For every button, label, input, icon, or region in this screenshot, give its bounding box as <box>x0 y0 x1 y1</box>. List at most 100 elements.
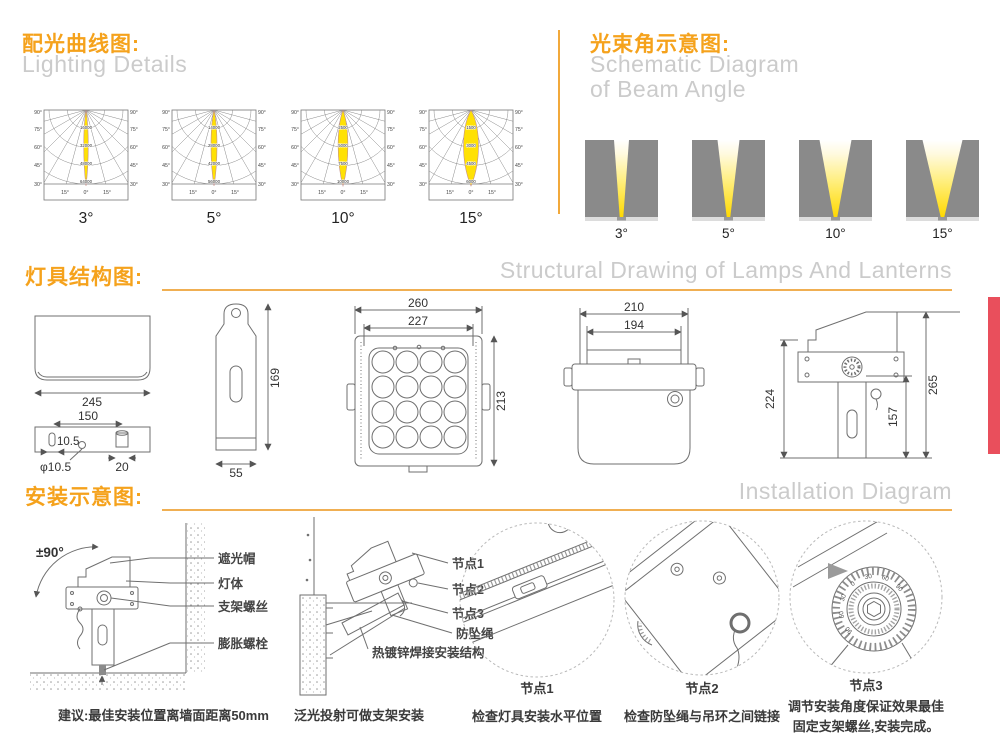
svg-text:7500: 7500 <box>338 161 348 166</box>
svg-text:14000: 14000 <box>208 125 221 130</box>
svg-text:60°: 60° <box>387 145 395 151</box>
install-node2-detail: 节点2 检查防坠绳与吊环之间链接 <box>624 520 780 724</box>
svg-text:90°: 90° <box>162 110 170 116</box>
svg-text:0°: 0° <box>84 190 89 196</box>
svg-text:60: 60 <box>838 610 846 619</box>
svg-text:45°: 45° <box>162 163 170 169</box>
svg-text:6000: 6000 <box>466 179 476 184</box>
install-section-title-cn: 安装示意图: <box>25 486 143 509</box>
svg-text:0°: 0° <box>341 190 346 196</box>
label-expansion-bolt: 膨胀螺栓 <box>217 636 269 651</box>
svg-text:5°: 5° <box>722 226 735 241</box>
beam-schematic-3deg: 3° <box>585 140 658 247</box>
svg-text:30°: 30° <box>387 182 395 188</box>
svg-text:15°: 15° <box>488 190 496 196</box>
svg-text:42000: 42000 <box>208 161 221 166</box>
caption-wall-mount: 建议:最佳安装位置离墙面距离50mm <box>58 708 269 723</box>
svg-text:30°: 30° <box>258 182 266 188</box>
svg-text:5°: 5° <box>207 210 222 227</box>
structure-underline <box>162 289 952 291</box>
label-node1: 节点1 <box>452 556 484 571</box>
svg-text:16000: 16000 <box>80 125 93 130</box>
beam-schematic-5deg: 5° <box>692 140 765 247</box>
svg-text:30°: 30° <box>291 182 299 188</box>
beam-title-en-line1: Schematic Diagram <box>590 51 800 77</box>
svg-text:15°: 15° <box>360 190 368 196</box>
drawing-floodlight-front <box>346 306 498 473</box>
beam-section-title-en: Schematic Diagram of Beam Angle <box>590 52 799 102</box>
label-bracket-screw: 支架螺丝 <box>217 599 269 614</box>
svg-text:15°: 15° <box>231 190 239 196</box>
beam-section-title-cn: 光束角示意图: <box>590 33 730 56</box>
svg-text:64000: 64000 <box>80 179 93 184</box>
svg-text:15°: 15° <box>446 190 454 196</box>
svg-text:30°: 30° <box>419 182 427 188</box>
svg-text:60°: 60° <box>130 145 138 151</box>
svg-text:45°: 45° <box>291 163 299 169</box>
svg-text:10000: 10000 <box>337 179 350 184</box>
dim-260: 260 <box>408 298 428 310</box>
install-node1-detail: 节点1 检查灯具安装水平位置 <box>459 522 615 724</box>
angle-range-label: ±90° <box>36 545 64 560</box>
node2-title: 节点2 <box>685 681 718 696</box>
svg-text:45°: 45° <box>515 163 523 169</box>
svg-text:90°: 90° <box>34 110 42 116</box>
dim-265: 265 <box>926 375 940 395</box>
svg-text:15°: 15° <box>61 190 69 196</box>
drawing-bracket-plate <box>215 303 272 468</box>
drawing-shade-cap-front <box>34 315 151 462</box>
svg-text:90°: 90° <box>258 110 266 116</box>
svg-text:15°: 15° <box>318 190 326 196</box>
label-galvanized-structure: 热镀锌焊接安装结构 <box>372 645 485 660</box>
svg-text:0°: 0° <box>469 190 474 196</box>
svg-text:60°: 60° <box>291 145 299 151</box>
svg-text:75°: 75° <box>419 127 427 133</box>
svg-text:30°: 30° <box>515 182 523 188</box>
installation-diagrams: ±90° 遮光帽 灯体 支架螺丝 膨胀螺栓 建议:最佳安装位置离墙面距离50mm <box>30 517 944 734</box>
svg-text:30°: 30° <box>162 182 170 188</box>
page-edge-tab <box>988 297 1000 454</box>
pointer-triangle <box>828 563 848 579</box>
node2-caption: 检查防坠绳与吊环之间链接 <box>624 709 780 724</box>
svg-text:3°: 3° <box>615 226 628 241</box>
svg-text:5000: 5000 <box>338 143 348 148</box>
svg-text:4500: 4500 <box>466 161 476 166</box>
svg-text:90°: 90° <box>419 110 427 116</box>
svg-text:30°: 30° <box>34 182 42 188</box>
dim-169: 169 <box>268 368 282 388</box>
svg-text:75°: 75° <box>515 127 523 133</box>
svg-text:75°: 75° <box>130 127 138 133</box>
svg-text:15°: 15° <box>189 190 197 196</box>
dim-224: 224 <box>763 389 777 409</box>
dim-194: 194 <box>624 318 644 332</box>
structural-drawings: 245 150 10.5 φ10.5 20 169 55 <box>34 298 960 480</box>
dim-213: 213 <box>494 391 508 411</box>
svg-text:10°: 10° <box>331 210 354 227</box>
svg-text:90: 90 <box>894 583 904 593</box>
svg-text:45°: 45° <box>258 163 266 169</box>
svg-text:60°: 60° <box>419 145 427 151</box>
drawing-side-view <box>780 311 960 459</box>
install-diagram-truss-mount: 节点1 节点2 节点3 防坠绳 热镀锌焊接安装结构 泛光投射可做支架安装 <box>294 517 494 723</box>
node3-caption-line2: 固定支架螺丝,安装完成。 <box>793 719 940 734</box>
drawing-top-view <box>563 308 705 465</box>
svg-text:30: 30 <box>864 573 873 581</box>
install-diagram-wall-mount: ±90° 遮光帽 灯体 支架螺丝 膨胀螺栓 建议:最佳安装位置离墙面距离50mm <box>30 523 269 723</box>
node1-caption: 检查灯具安装水平位置 <box>472 709 602 724</box>
svg-text:60: 60 <box>881 574 891 583</box>
section-divider-line <box>558 30 560 214</box>
svg-text:75°: 75° <box>162 127 170 133</box>
svg-text:90°: 90° <box>387 110 395 116</box>
svg-text:0: 0 <box>849 580 857 588</box>
svg-text:75°: 75° <box>34 127 42 133</box>
label-node3: 节点3 <box>452 606 484 621</box>
structure-section-title-en: Structural Drawing of Lamps And Lanterns <box>499 257 952 283</box>
lens-grid <box>371 350 467 449</box>
dim-245: 245 <box>82 395 102 409</box>
svg-text:60°: 60° <box>34 145 42 151</box>
svg-text:60°: 60° <box>258 145 266 151</box>
dim-55: 55 <box>229 466 243 480</box>
